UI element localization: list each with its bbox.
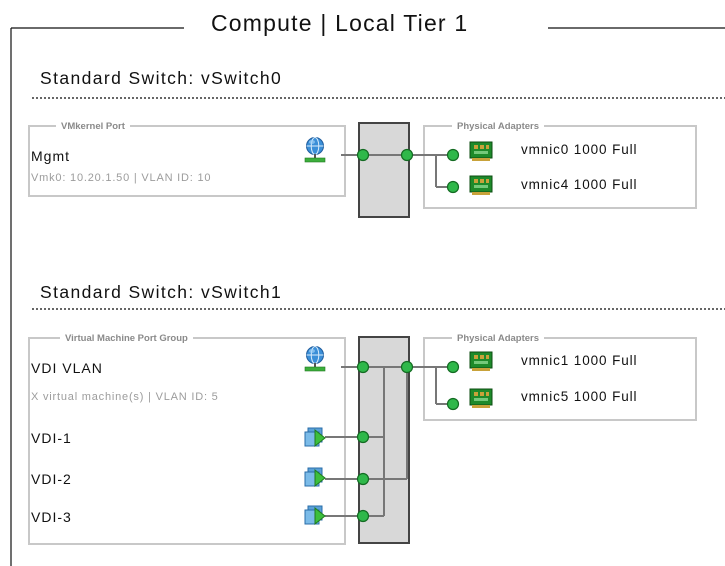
nic-icon xyxy=(470,142,492,162)
virtual-machine-icon[interactable] xyxy=(305,466,327,488)
port-group-name-vdi-vlan[interactable]: VDI VLAN xyxy=(31,360,103,376)
virtual-machine-icon[interactable] xyxy=(305,504,327,526)
vm-port-group-caption: Virtual Machine Port Group xyxy=(60,333,193,344)
vswitch0-title: Standard Switch: vSwitch0 xyxy=(40,68,283,88)
vm-item-vdi-2[interactable]: VDI-2 xyxy=(31,471,72,487)
port-name-mgmt[interactable]: Mgmt xyxy=(31,148,70,164)
vswitch1-switch-block[interactable] xyxy=(359,337,409,543)
adapter-vmnic5[interactable]: vmnic5 1000 Full xyxy=(521,389,638,404)
network-globe-icon[interactable] xyxy=(303,137,327,163)
adapter-vmnic1[interactable]: vmnic1 1000 Full xyxy=(521,353,638,368)
adapter-vmnic4[interactable]: vmnic4 1000 Full xyxy=(521,177,638,192)
vswitch1-title: Standard Switch: vSwitch1 xyxy=(40,282,283,302)
adapter-vmnic0[interactable]: vmnic0 1000 Full xyxy=(521,142,638,157)
vmkernel-port-caption: VMkernel Port xyxy=(56,121,130,132)
vswitch0-switch-block[interactable] xyxy=(359,123,409,217)
vm-item-vdi-1[interactable]: VDI-1 xyxy=(31,430,72,446)
physical-adapters-caption: Physical Adapters xyxy=(452,121,545,132)
port-group-detail: X virtual machine(s) | VLAN ID: 5 xyxy=(31,391,219,403)
network-globe-icon[interactable] xyxy=(303,346,327,372)
nic-icon xyxy=(470,176,492,196)
nic-icon xyxy=(470,352,492,372)
nic-icon xyxy=(470,389,492,409)
page-title: Compute | Local Tier 1 xyxy=(203,10,477,37)
physical-adapters-caption: Physical Adapters xyxy=(452,333,545,344)
vm-item-vdi-3[interactable]: VDI-3 xyxy=(31,509,72,525)
port-detail-mgmt: Vmk0: 10.20.1.50 | VLAN ID: 10 xyxy=(31,172,212,184)
virtual-machine-icon[interactable] xyxy=(305,426,327,448)
